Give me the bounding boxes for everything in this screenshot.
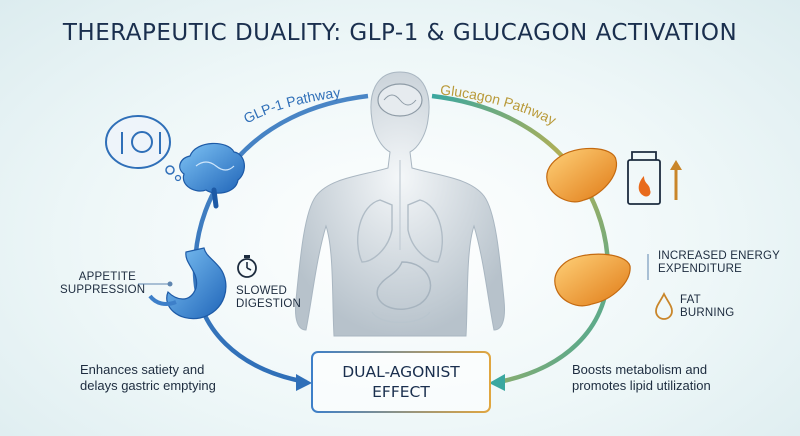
slowed-digestion-label: SLOWED DIGESTION (236, 285, 302, 310)
stomach-icon (148, 247, 227, 320)
page-title: THERAPEUTIC DUALITY: GLP-1 & GLUCAGON AC… (62, 20, 738, 46)
brain-icon (179, 142, 245, 209)
glucagon-summary-text: Boosts metabolism and promotes lipid uti… (572, 362, 711, 393)
furnace-fire-icon (627, 151, 661, 205)
center-effect-frame (311, 351, 491, 413)
liver-icon-bottom (554, 253, 631, 307)
glucagon-arrow-head (489, 374, 505, 391)
dual-agonist-effect: DUAL-AGONIST EFFECT (342, 363, 460, 401)
increase-arrow-icon (670, 160, 682, 200)
glp1-arrow-head (296, 374, 312, 391)
human-body-figure (295, 71, 505, 337)
glucagon-pathway-label: Glucagon Pathway (439, 81, 558, 128)
appetite-suppression-label: APPETITE SUPPRESSION (60, 271, 146, 296)
fat-droplet-icon (655, 291, 673, 320)
glp1-summary-text: Enhances satiety and delays gastric empt… (80, 362, 216, 393)
liver-icon-top (546, 147, 618, 203)
fat-burning-label: FAT BURNING (680, 294, 735, 319)
energy-expenditure-label: INCREASED ENERGY EXPENDITURE (658, 250, 781, 275)
stopwatch-icon (237, 255, 257, 278)
meal-thought-bubble (105, 115, 182, 182)
